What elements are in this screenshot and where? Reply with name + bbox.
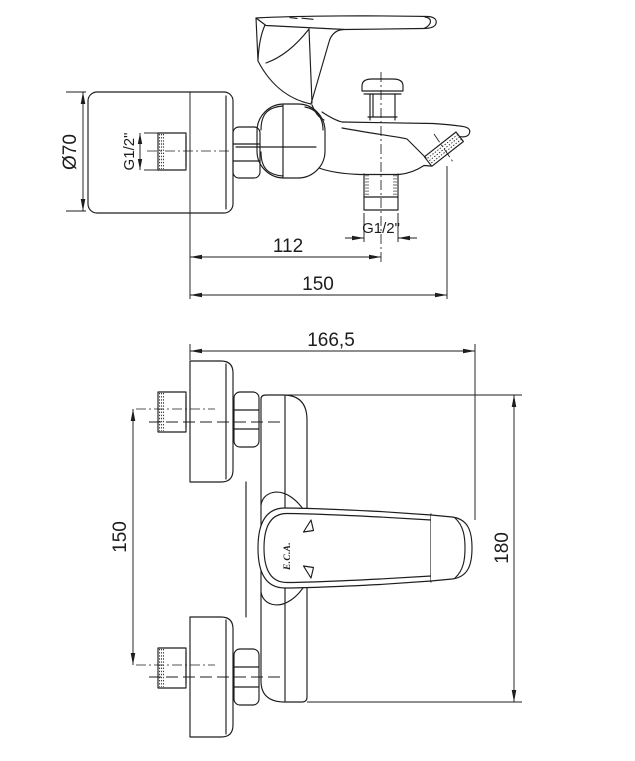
bottom-inlet-connector <box>136 647 282 689</box>
lever-handle <box>255 15 437 121</box>
plate-outline <box>189 360 234 483</box>
arrowhead <box>190 254 202 260</box>
bottom-hex-nut <box>233 648 260 706</box>
cartridge-body <box>235 103 326 179</box>
handle-hub-bottom <box>257 60 312 105</box>
arrowhead <box>130 653 136 665</box>
arrowhead <box>435 292 447 298</box>
top-hex-nut <box>233 391 260 448</box>
cold-indicator-triangle <box>302 565 315 579</box>
aerator <box>423 131 464 167</box>
handle-hub-left <box>255 17 259 62</box>
arrowhead <box>80 92 86 104</box>
lever-blade <box>255 15 437 31</box>
spout-crease-line <box>341 127 427 159</box>
dim-166-5-label: 166,5 <box>307 330 355 351</box>
aerator-outline <box>423 131 464 167</box>
arrowhead <box>190 292 202 298</box>
arrowhead <box>398 235 410 241</box>
dim-180-label: 180 <box>492 532 513 564</box>
nut-outline <box>233 391 260 448</box>
dimension-inlet-thread: G1/2" <box>121 132 159 171</box>
arrowhead <box>511 690 517 702</box>
hex-nut <box>232 126 261 179</box>
lever-mark <box>289 17 298 19</box>
side-view: Ø70 G1/2" G1/2" 112 <box>60 15 471 299</box>
arrowhead <box>130 409 136 421</box>
wall-escutcheon <box>87 91 234 214</box>
dim-diameter-label: Ø70 <box>60 134 81 170</box>
aerator-knurl <box>429 138 462 165</box>
ring-inner-arc <box>260 151 284 177</box>
brand-logo-text: E.C.A. <box>283 542 293 571</box>
arrowhead <box>137 159 143 170</box>
dim-inlet-thread-label: G1/2" <box>121 133 138 171</box>
handle-neck <box>311 104 325 121</box>
dimension-150-depth: 150 <box>190 166 448 299</box>
aerator-knurl <box>427 136 460 162</box>
hot-indicator-triangle <box>302 519 315 533</box>
ring-inner-arc <box>304 106 324 131</box>
spout <box>318 111 471 176</box>
spout-tip-cap <box>458 125 471 138</box>
aerator-knurl <box>426 134 459 160</box>
body-outline <box>260 394 308 703</box>
knob-outline <box>430 514 473 582</box>
lever-tip-line <box>423 16 432 30</box>
dimension-diameter: Ø70 <box>60 91 86 212</box>
connector-body <box>157 132 187 171</box>
cartridge-collar-bottom <box>260 582 307 606</box>
arrowhead <box>463 348 475 354</box>
top-inlet-connector <box>136 391 282 433</box>
arrowhead <box>352 235 364 241</box>
handle-inner-contour <box>263 512 432 584</box>
connector-body <box>157 391 187 433</box>
spout-top-edge <box>321 111 462 127</box>
body-ring <box>256 103 326 179</box>
dimension-166-5: 166,5 <box>189 330 476 520</box>
handle-outline <box>257 507 432 589</box>
arrowhead <box>369 254 381 260</box>
dimension-outlet-thread: G1/2" <box>345 213 417 242</box>
dim-outlet-thread-label: G1/2" <box>362 220 400 237</box>
arrowhead <box>190 348 202 354</box>
dim-112-label: 112 <box>273 236 303 257</box>
front-view: E.C.A. 166,5 150 180 <box>110 330 522 738</box>
handle-hub-right <box>310 28 345 105</box>
shower-outlet <box>363 173 399 211</box>
arrowhead <box>511 395 517 407</box>
hub-inner-contour <box>265 28 310 64</box>
dim-150-depth-label: 150 <box>302 274 334 295</box>
inlet-connector <box>147 132 232 171</box>
dimension-180: 180 <box>283 394 522 703</box>
arrowhead <box>80 199 86 211</box>
nut-outline <box>233 648 260 706</box>
arrowhead <box>137 133 143 144</box>
hub-inner-line <box>308 28 313 104</box>
ring-inner-arc <box>260 105 284 131</box>
dimension-150-centers: 150 <box>110 409 136 665</box>
nut-outline <box>232 126 261 179</box>
aerator-axis-centerline <box>433 133 454 163</box>
diverter-cap <box>361 78 404 92</box>
dimension-112: 112 <box>190 236 381 260</box>
diverter-knob <box>361 72 404 262</box>
hub-inner-contour <box>257 24 266 61</box>
plate-outline <box>189 616 234 738</box>
knob-inner-contour <box>454 517 466 579</box>
lever-mark <box>301 17 314 20</box>
handle-front: E.C.A. <box>257 507 473 589</box>
connector-body <box>157 647 187 689</box>
spout-bottom-edge <box>318 164 432 176</box>
dim-150-centers-label: 150 <box>110 521 131 553</box>
